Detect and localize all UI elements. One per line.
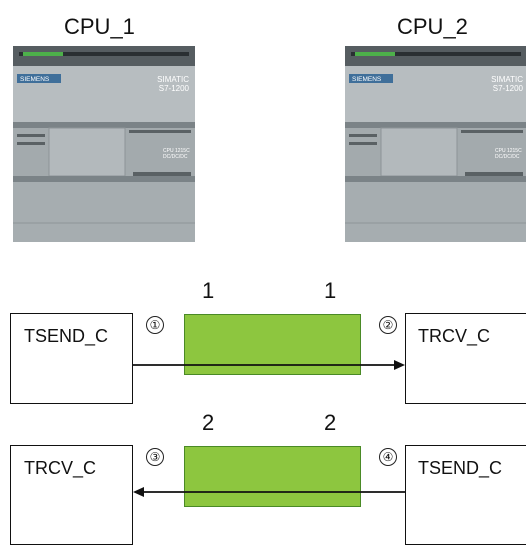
- cpu1-variant-line1: CPU 1215C: [163, 148, 190, 154]
- row1-tsend-block: [10, 313, 133, 404]
- row2-left-area-number: 2: [202, 410, 215, 435]
- row1-right-area-number: 1: [324, 278, 337, 303]
- row1-tsend-label: TSEND_C: [24, 326, 109, 346]
- row1-trcv-block: [405, 313, 526, 404]
- row2-arrow-head-icon: [133, 487, 144, 497]
- cpu2-plc-device: SIEMENS SIMATIC S7-1200 CPU 1215C DC/DC/…: [345, 46, 526, 242]
- cpu2-model-line1: SIMATIC: [491, 75, 523, 84]
- row2-trcv-label: TRCV_C: [24, 458, 97, 478]
- row1-marker-2: ②: [379, 316, 397, 334]
- row2-trcv-block: [10, 445, 133, 545]
- row2-tsend-label: TSEND_C: [418, 458, 503, 478]
- cpu1-variant-line2: DC/DC/DC: [163, 154, 188, 160]
- cpu2-title: CPU_2: [397, 14, 468, 39]
- row2-data-area: [184, 446, 361, 507]
- cpu1-plc-device: SIEMENS SIMATIC S7-1200 CPU 1215C DC/DC/…: [13, 46, 195, 242]
- row1-arrow-head-icon: [394, 360, 405, 370]
- cpu2-brand-label: SIEMENS: [352, 76, 382, 83]
- cpu2-variant-line1: CPU 1215C: [495, 148, 522, 154]
- row1-marker-1: ①: [146, 316, 164, 334]
- row1-trcv-label: TRCV_C: [418, 326, 491, 346]
- cpu1-brand-label: SIEMENS: [20, 76, 50, 83]
- cpu1-model-line1: SIMATIC: [157, 75, 189, 84]
- row2-right-area-number: 2: [324, 410, 337, 435]
- cpu1-title: CPU_1: [64, 14, 135, 39]
- row2-marker-3: ③: [146, 448, 164, 466]
- cpu2-model-line2: S7-1200: [493, 84, 524, 93]
- cpu1-model-line2: S7-1200: [159, 84, 190, 93]
- row2-marker-4: ④: [379, 448, 397, 466]
- cpu2-variant-line2: DC/DC/DC: [495, 154, 520, 160]
- row1-left-area-number: 1: [202, 278, 215, 303]
- row2-tsend-block: [405, 445, 526, 545]
